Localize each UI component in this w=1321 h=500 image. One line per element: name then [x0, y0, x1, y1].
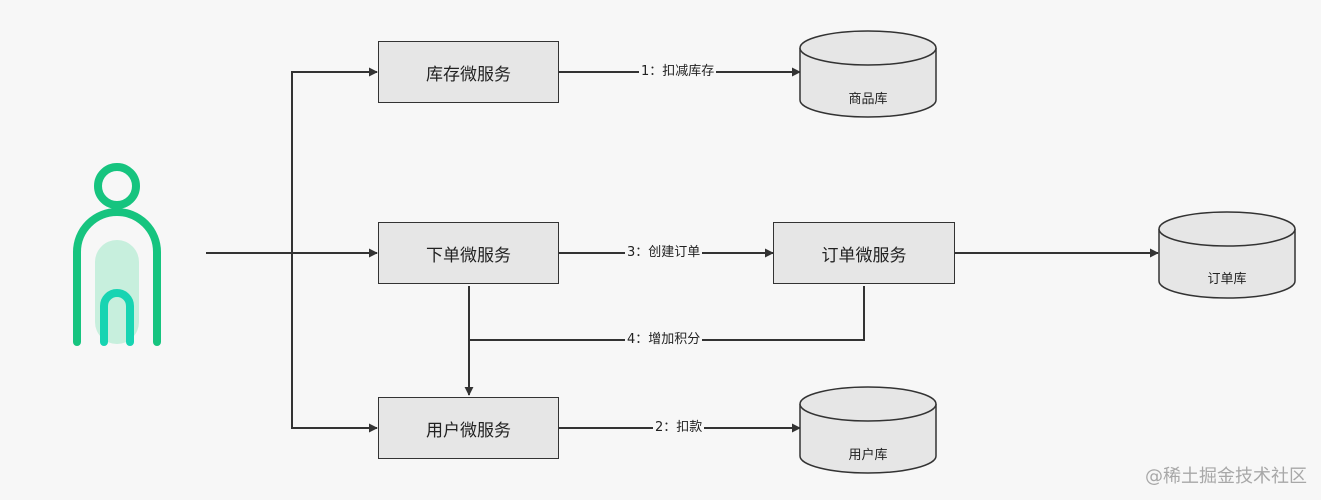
- deduct-stock-label: 1：扣减库存: [639, 64, 717, 80]
- user-service-box: 用户微服务: [378, 397, 559, 459]
- user-person-icon: [73, 163, 161, 346]
- product-db-label: 商品库: [848, 92, 888, 107]
- actor-to-user-connector: [291, 253, 378, 433]
- product-db-cylinder: [799, 30, 937, 118]
- order-place-service-box: 下单微服务: [378, 222, 559, 284]
- inventory-service-box: 库存微服务: [378, 41, 559, 103]
- create-order-label: 3：创建订单: [625, 245, 703, 261]
- watermark: @稀土掘金技术社区: [1145, 466, 1307, 487]
- order-db-cylinder: [1158, 211, 1296, 299]
- deduct-payment-label: 2：扣款: [653, 420, 705, 436]
- user-db-label: 用户库: [848, 448, 888, 463]
- order-service-box: 订单微服务: [773, 222, 955, 284]
- add-points-label: 4：增加积分: [625, 332, 703, 348]
- user-db-cylinder: [799, 386, 937, 474]
- order-db-label: 订单库: [1207, 272, 1247, 287]
- edge-add-points: [469, 286, 865, 341]
- actor-to-inventory-connector: [291, 67, 378, 253]
